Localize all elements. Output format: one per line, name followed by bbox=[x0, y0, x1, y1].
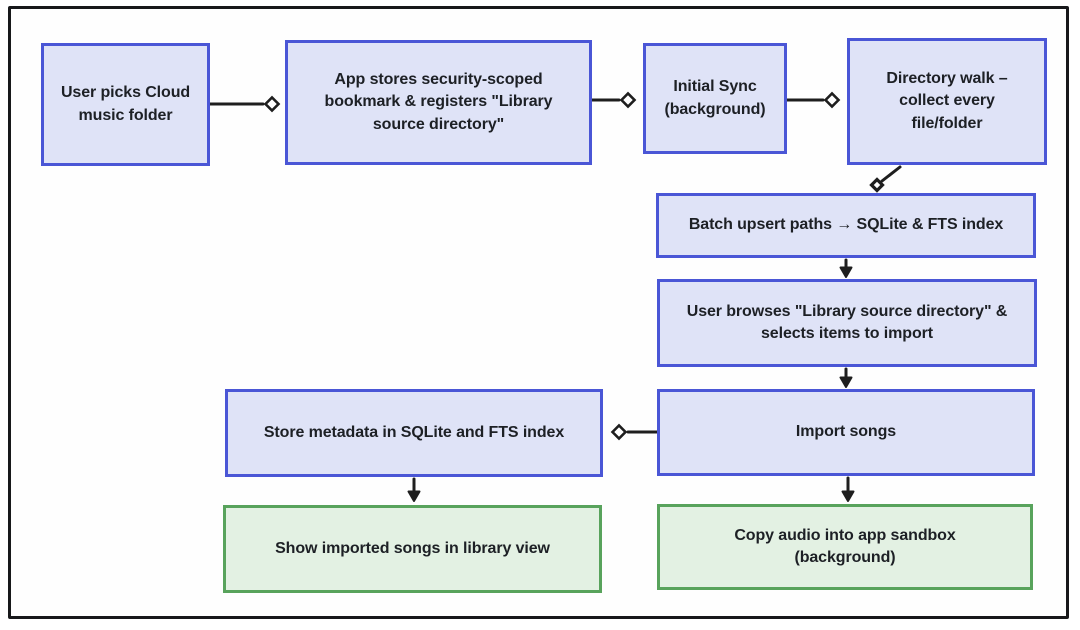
node-initial-sync: Initial Sync (background) bbox=[643, 43, 787, 154]
node-user-browses: User browses "Library source directory" … bbox=[657, 279, 1037, 367]
node-show-imported: Show imported songs in library view bbox=[223, 505, 602, 593]
node-store-bookmark: App stores security-scoped bookmark & re… bbox=[285, 40, 592, 165]
node-label: Store metadata in SQLite and FTS index bbox=[263, 423, 565, 441]
node-copy-audio: Copy audio into app sandbox (background) bbox=[657, 504, 1033, 590]
node-label: Copy audio into app sandbox (background) bbox=[734, 526, 956, 566]
node-label: Initial Sync (background) bbox=[664, 78, 766, 118]
node-label: Batch upsert paths → SQLite & FTS index bbox=[688, 216, 1004, 234]
node-label: User browses "Library source directory" … bbox=[686, 302, 1008, 342]
node-label: Show imported songs in library view bbox=[275, 539, 550, 557]
node-import-songs: Import songs bbox=[657, 389, 1035, 476]
node-directory-walk: Directory walk – collect every file/fold… bbox=[847, 38, 1047, 165]
node-label: Directory walk – collect every file/fold… bbox=[886, 70, 1008, 132]
node-label: Import songs bbox=[795, 423, 897, 441]
node-user-picks-folder: User picks Cloud music folder bbox=[41, 43, 210, 166]
node-batch-upsert: Batch upsert paths → SQLite & FTS index bbox=[656, 193, 1036, 258]
node-store-metadata: Store metadata in SQLite and FTS index bbox=[225, 389, 603, 477]
node-label: App stores security-scoped bookmark & re… bbox=[324, 71, 553, 133]
node-label: User picks Cloud music folder bbox=[60, 84, 191, 124]
